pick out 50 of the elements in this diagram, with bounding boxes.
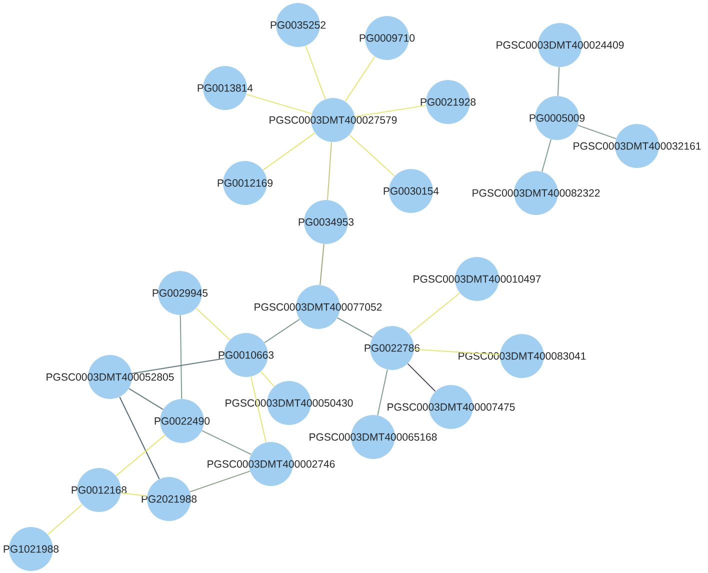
- edge-line: [354, 104, 427, 118]
- gene-node: PG0012168: [72, 468, 127, 512]
- gene-node: PGSC0003DMT400052805: [46, 355, 174, 399]
- gene-node: PG1021988: [4, 527, 59, 571]
- gene-node: PG2021988: [142, 477, 197, 521]
- edge-line: [336, 317, 374, 338]
- edge-line: [196, 308, 230, 340]
- gene-node: PG0022786: [364, 326, 420, 370]
- gene-node: PGSC0003DMT400024409: [496, 23, 624, 67]
- edge-line: [320, 244, 324, 286]
- edge-line: [120, 492, 148, 497]
- edge-line: [577, 124, 617, 140]
- gene-node: PGSC0003DMT400082322: [472, 171, 600, 215]
- edge-line: [262, 132, 316, 171]
- edge-line: [116, 434, 166, 476]
- gene-node: PGSC0003DMT400027579: [270, 98, 397, 142]
- edge-line: [305, 45, 326, 100]
- gene-node: PGSC0003DMT400010497: [414, 257, 541, 301]
- gene-node: PG0029945: [152, 271, 208, 315]
- edge-line: [190, 470, 250, 492]
- edge-line: [128, 388, 164, 410]
- gene-node: PG0030154: [384, 169, 439, 213]
- edge-line: [246, 94, 312, 114]
- gene-node: PG0012169: [218, 161, 273, 205]
- gene-node: PGSC0003DMT400077052: [254, 285, 382, 329]
- gene-node: PG0034953: [298, 200, 354, 244]
- edge-line: [557, 66, 560, 96]
- gene-node: PG0021928: [420, 80, 476, 124]
- edge-line: [131, 358, 225, 374]
- edge-line: [542, 138, 552, 172]
- gene-node: PGSC0003DMT400083041: [458, 334, 586, 378]
- edge-line: [119, 396, 160, 480]
- gene-node: PG0010663: [218, 333, 274, 377]
- gene-node: PG0035252: [270, 3, 326, 47]
- edge-line: [414, 348, 500, 356]
- edge-line: [344, 56, 376, 102]
- edge-line: [407, 363, 436, 392]
- gene-node: PG0009710: [360, 16, 415, 60]
- edge-line: [180, 314, 182, 400]
- edge-line: [264, 318, 300, 344]
- gene-node: PG0013814: [198, 66, 253, 110]
- edge-line: [348, 134, 396, 177]
- edge-line: [260, 371, 275, 387]
- edge-line: [47, 504, 83, 535]
- edge-line: [250, 376, 267, 443]
- gene-node: PG0022490: [154, 399, 210, 443]
- edge-line: [327, 142, 332, 200]
- edge-line: [202, 430, 252, 455]
- edge-line: [408, 292, 460, 335]
- edge-line: [377, 369, 388, 416]
